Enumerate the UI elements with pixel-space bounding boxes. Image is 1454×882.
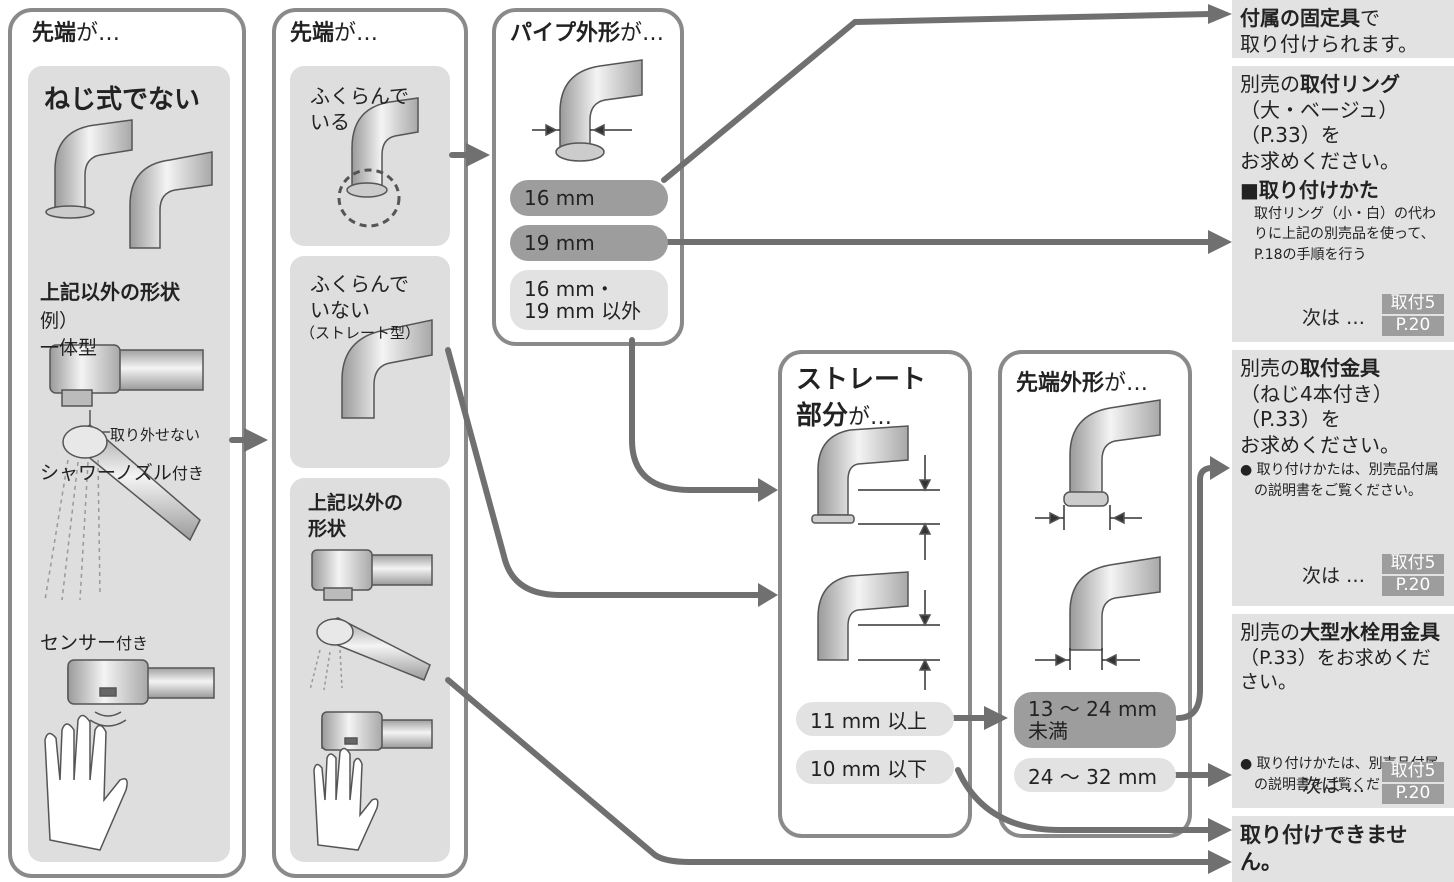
arrow-16mm — [661, 11, 1213, 183]
col4-heading-1: ストレート — [796, 365, 927, 395]
col1-shower: シャワーノズル付き — [40, 462, 204, 484]
arrow-notswollen — [445, 347, 763, 598]
col2-heading: 先端が… — [290, 21, 379, 46]
col2-notswollen-1: ふくらんで — [310, 272, 409, 296]
arrow-other-to-straight — [629, 337, 763, 493]
col2-notswollen-2: いない — [310, 298, 370, 322]
arrow-other-cannot — [445, 677, 1213, 865]
arrow-10mm — [955, 767, 1213, 833]
col1-not-removable: 取り外せない — [110, 426, 201, 444]
option-11mm-over: 11 mm 以上 — [796, 702, 954, 736]
col1-example: 例） — [40, 310, 79, 332]
col4-heading-2: 部分が… — [796, 401, 893, 431]
result-large-faucet-bracket: 別売の大型水栓用金具 （P.33）をお求めください。 ● 取り付けかたは、別売品… — [1232, 614, 1454, 808]
col2-swollen-2: いる — [310, 110, 350, 134]
result-mounting-bracket: 別売の取付金具 （ねじ4本付き） （P.33）を お求めください。 ● 取り付け… — [1232, 350, 1454, 606]
option-16mm: 16 mm — [510, 180, 668, 216]
arrow-13mm — [1175, 465, 1215, 721]
result-included-fixture: 付属の固定具で 取り付けられます。 — [1232, 0, 1454, 58]
option-10mm-under: 10 mm 以下 — [796, 750, 954, 784]
option-19mm: 19 mm — [510, 225, 668, 261]
col1-title: ねじ式でない — [44, 85, 201, 115]
option-24-32mm: 24 ～ 32 mm — [1014, 758, 1176, 792]
col2-straight-type: （ストレート型） — [300, 324, 421, 342]
option-other-diameter: 16 mm・19 mm 以外 — [510, 270, 668, 330]
result-mounting-ring: 別売の取付リング （大・ベージュ） （P.33）を お求めください。 ■取り付け… — [1232, 66, 1454, 342]
col1-heading: 先端が… — [32, 21, 121, 46]
col3-heading: パイプ外形が… — [510, 21, 665, 46]
col5-heading: 先端外形が… — [1016, 371, 1149, 396]
result-cannot-install: 取り付けできません。 — [1232, 816, 1454, 882]
col2-other-2: 形状 — [308, 518, 347, 540]
col1-one-piece: 一体型 — [40, 337, 98, 359]
col1-other-shape: 上記以外の形状 — [40, 280, 180, 304]
col2-swollen-1: ふくらんで — [310, 84, 409, 108]
col1-sensor: センサー付き — [40, 632, 149, 654]
col2-other-1: 上記以外の — [308, 492, 404, 514]
